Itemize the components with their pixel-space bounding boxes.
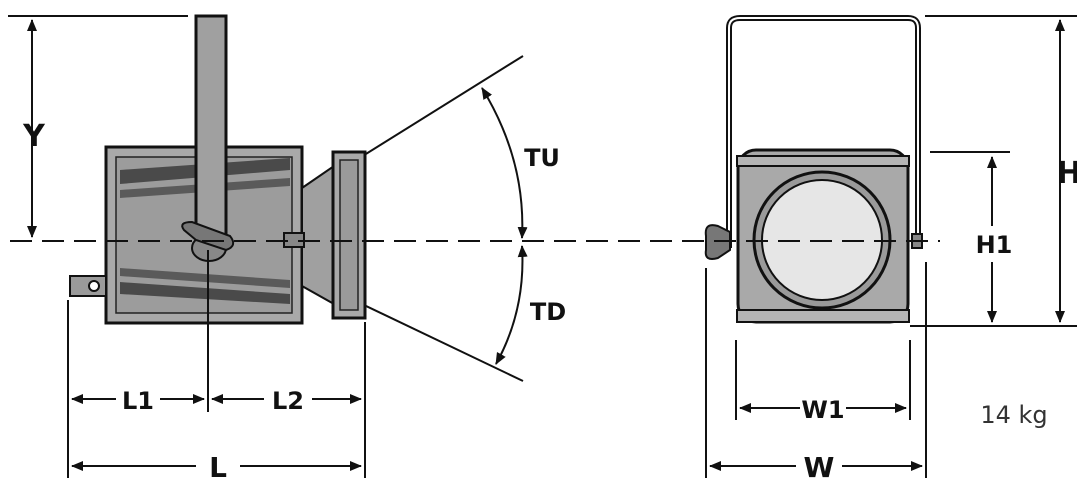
rear-connector-hole	[88, 280, 100, 292]
front-cone	[301, 164, 335, 306]
front-yoke-inner	[728, 17, 919, 248]
side-view	[69, 14, 524, 382]
label-w1: W1	[801, 396, 844, 424]
yoke-arm	[194, 14, 228, 246]
side-dimensions	[8, 15, 528, 478]
label-td: TD	[530, 298, 566, 326]
label-l1: L1	[122, 387, 154, 415]
front-view	[704, 15, 923, 324]
weight-label: 14 kg	[980, 401, 1047, 429]
label-l: L	[209, 451, 227, 481]
dim-td-arc	[495, 245, 528, 365]
cooling-fin-bottom-2	[120, 268, 290, 288]
front-tilt-lock-left	[704, 224, 731, 260]
tilt-lock-handle	[181, 220, 235, 252]
label-tu: TU	[524, 144, 560, 172]
cooling-fin-bottom	[120, 282, 290, 304]
front-bottom-plate	[736, 309, 910, 323]
front-dimensions	[705, 15, 1077, 478]
dimension-labels: Y TU TD L1 L2 L H H1 W1 W 14 kg	[22, 119, 1077, 481]
label-w: W	[804, 451, 835, 481]
label-h: H	[1056, 156, 1077, 191]
front-lens-rim	[339, 159, 359, 311]
label-l2: L2	[272, 387, 304, 415]
dim-tu-arc	[481, 87, 528, 239]
front-top-plate	[736, 155, 910, 167]
label-h1: H1	[976, 231, 1013, 259]
label-y: Y	[22, 119, 46, 154]
